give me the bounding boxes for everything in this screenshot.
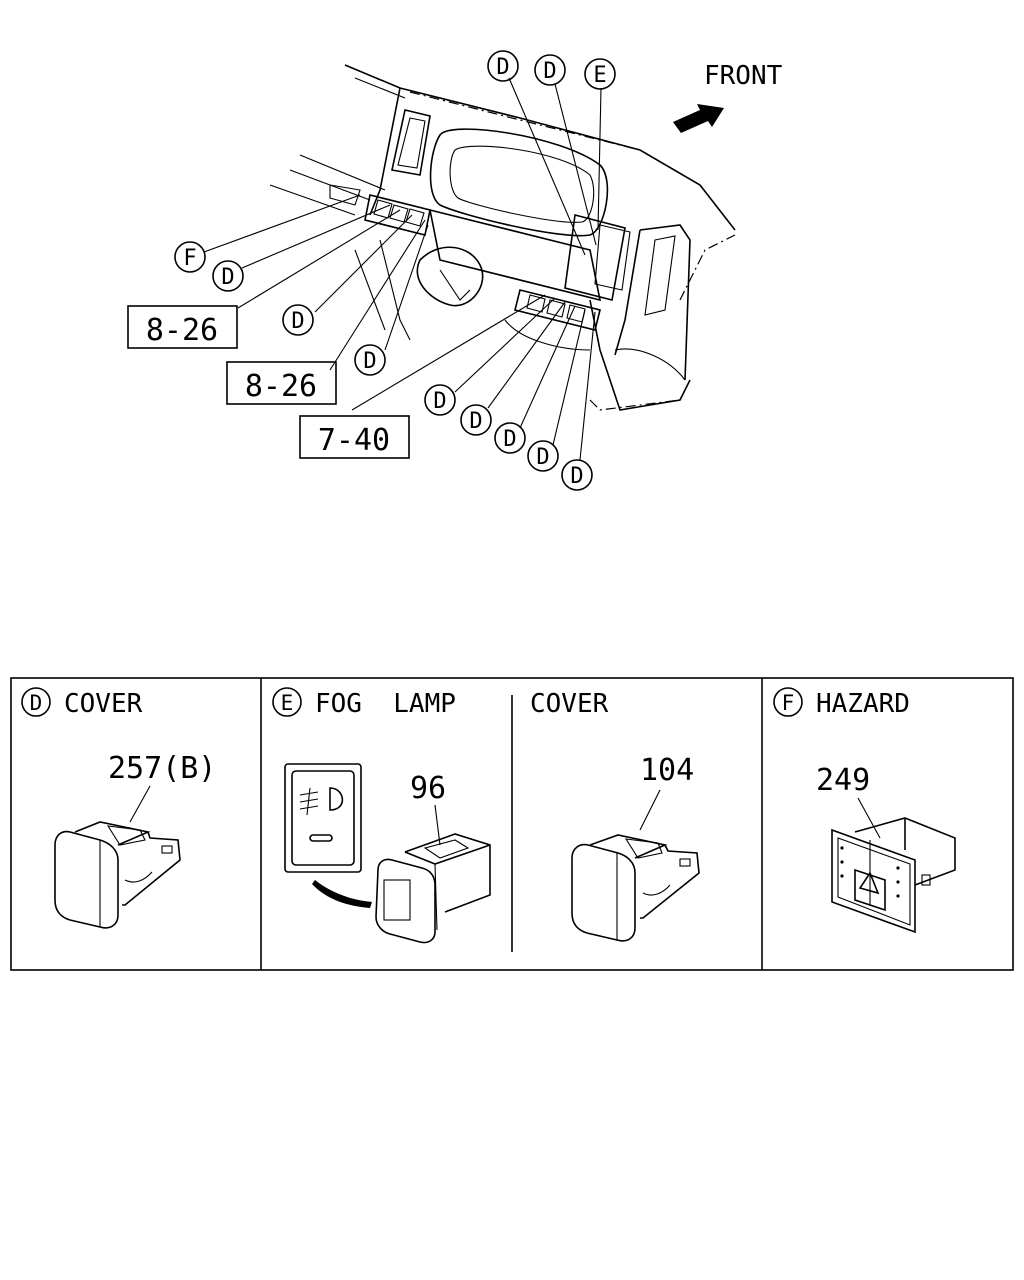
callout-bottom-5: D [561,459,593,491]
svg-text:E: E [593,63,606,88]
callout-left-3: D [282,304,314,336]
svg-text:249: 249 [816,763,870,798]
svg-text:COVER: COVER [64,689,143,719]
svg-text:257(B): 257(B) [108,751,216,786]
svg-text:D: D [291,309,304,334]
svg-text:D: D [30,691,43,715]
svg-text:HAZARD: HAZARD [816,689,910,719]
panel-e-fog-lamp: E FOG LAMP 96 [272,687,491,944]
svg-text:D: D [433,389,446,414]
svg-text:D: D [469,409,482,434]
svg-text:104: 104 [640,753,694,788]
panel-f-hazard: F HAZARD 249 [773,687,956,934]
svg-text:D: D [363,349,376,374]
svg-text:8-26: 8-26 [245,369,317,404]
ref-box-1: 8-26 [127,305,238,349]
svg-text:7-40: 7-40 [318,423,390,458]
svg-text:8-26: 8-26 [146,313,218,348]
callout-bottom-4: D [527,440,559,472]
svg-text:D: D [536,445,549,470]
svg-text:F: F [782,691,795,715]
callout-top-1: D [487,50,519,82]
svg-text:COVER: COVER [530,689,609,719]
callout-top-3: E [584,58,616,90]
ref-box-2: 8-26 [226,361,337,405]
dashboard-illustration [269,64,736,411]
fog-lamp-symbol-icon [284,763,362,873]
svg-text:D: D [221,265,234,290]
svg-text:D: D [543,59,556,84]
panel-cover-104: COVER 104 [530,689,700,942]
svg-text:F: F [183,246,196,271]
svg-text:FOG LAMP: FOG LAMP [315,689,456,719]
ref-box-3: 7-40 [299,415,410,459]
callout-left-4: D [354,344,386,376]
hazard-switch-icon [831,817,956,934]
fog-lamp-switch-icon [375,833,491,944]
callout-left-2: D [212,260,244,292]
callout-bottom-1: D [424,384,456,416]
parts-table [10,677,1014,971]
cover-switch-icon-2 [571,834,700,942]
callout-bottom-3: D [494,422,526,454]
svg-text:96: 96 [410,771,446,806]
cover-switch-icon [54,821,181,929]
svg-text:D: D [570,464,583,489]
callout-leaders [203,77,602,461]
callout-top-2: D [534,54,566,86]
callout-bottom-2: D [460,404,492,436]
callout-left-1: F [174,241,206,273]
svg-text:E: E [281,691,294,715]
svg-text:D: D [496,55,509,80]
front-arrow-icon [673,104,724,133]
svg-text:D: D [503,427,516,452]
panel-d-cover: D COVER 257(B) [21,687,216,929]
front-label: FRONT [704,61,783,91]
